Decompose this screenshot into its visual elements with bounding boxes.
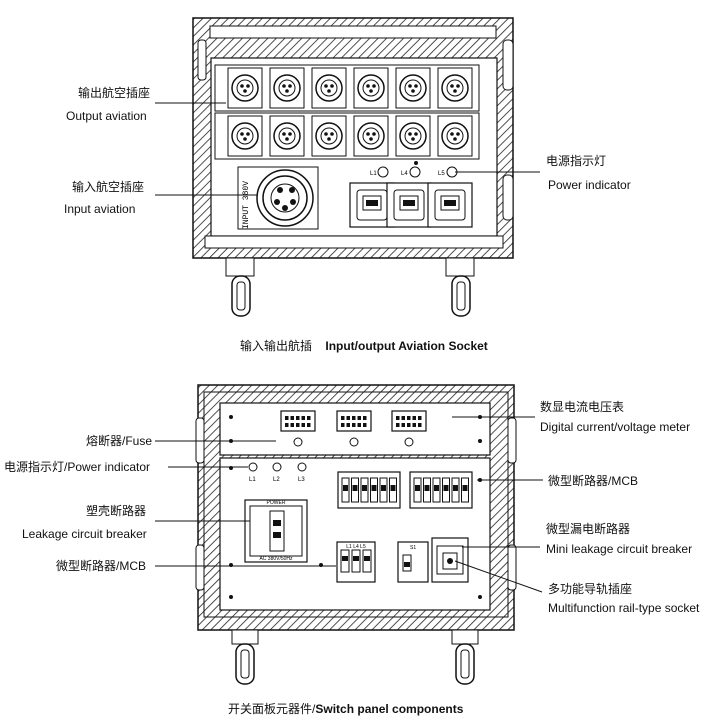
output-socket bbox=[227, 115, 263, 157]
molded-case-breaker: POWER AC 380V/50Hz bbox=[244, 499, 308, 563]
label-power-indicator: 电源指示灯/Power indicator bbox=[4, 460, 151, 474]
fuses bbox=[293, 437, 414, 447]
output-socket bbox=[437, 115, 473, 157]
output-socket bbox=[311, 67, 347, 109]
label-mcb-left: 微型断路器/MCB bbox=[56, 559, 147, 573]
output-socket bbox=[353, 115, 389, 157]
label-fuse: 熔断器/Fuse bbox=[86, 434, 153, 448]
output-socket bbox=[269, 115, 305, 157]
label-rail-en: Multifunction rail-type socket bbox=[548, 601, 700, 615]
output-socket bbox=[437, 67, 473, 109]
indicator-light bbox=[409, 166, 421, 178]
output-socket bbox=[395, 115, 431, 157]
digital-meters bbox=[280, 410, 427, 432]
light-label: L5 bbox=[438, 171, 445, 177]
rcbo-label: S1 bbox=[410, 545, 416, 551]
output-socket bbox=[269, 67, 305, 109]
industrial-outlets bbox=[349, 182, 473, 228]
bottom-caption: 开关面板元器件/Switch panel components bbox=[228, 700, 463, 717]
top-caption: 输入输出航插 Input/output Aviation Socket bbox=[240, 337, 488, 354]
digital-meter bbox=[391, 410, 427, 432]
top-case bbox=[192, 17, 514, 317]
breaker-top-label: POWER bbox=[267, 500, 286, 506]
indicator-lights-bottom: L1 L2 L3 bbox=[248, 462, 307, 483]
digital-meter bbox=[280, 410, 316, 432]
digital-meter bbox=[336, 410, 372, 432]
light-label: L3 bbox=[298, 477, 305, 483]
top-leader-lines bbox=[155, 102, 540, 196]
light-label: L1 bbox=[370, 171, 377, 177]
mcb-group bbox=[337, 471, 401, 509]
label-input-en: Input aviation bbox=[64, 202, 136, 216]
label-leakage-en: Leakage circuit breaker bbox=[22, 527, 147, 541]
breaker-bottom-label: AC 380V/50Hz bbox=[259, 556, 293, 562]
label-power-en: Power indicator bbox=[548, 178, 631, 192]
small-mcb: L1 L4 L5 bbox=[336, 541, 376, 583]
bottom-caption-cn: 开关面板元器件 bbox=[228, 702, 313, 716]
label-output-cn: 输出航空插座 bbox=[78, 86, 151, 100]
input-socket: INPUT 380V bbox=[242, 169, 314, 229]
label-input-cn: 输入航空插座 bbox=[72, 180, 145, 194]
output-socket-grid bbox=[227, 67, 473, 157]
light-label: L1 bbox=[249, 477, 256, 483]
small-mcb-label: L1 L4 L5 bbox=[346, 544, 366, 550]
label-mini-leak-en: Mini leakage circuit breaker bbox=[546, 542, 693, 556]
industrial-outlet bbox=[427, 182, 473, 228]
label-output-en: Output aviation bbox=[66, 109, 147, 123]
output-socket bbox=[353, 67, 389, 109]
label-meter-en: Digital current/voltage meter bbox=[540, 420, 691, 434]
rail-socket bbox=[431, 537, 469, 583]
label-leakage-cn: 塑壳断路器 bbox=[86, 504, 147, 518]
light-label: L4 bbox=[401, 171, 408, 177]
bottom-caption-sep: / bbox=[312, 702, 316, 716]
label-mcb-right: 微型断路器/MCB bbox=[548, 474, 639, 488]
label-meter-cn: 数显电流电压表 bbox=[540, 400, 625, 414]
top-caption-cn: 输入输出航插 bbox=[240, 339, 313, 353]
indicator-lights-top: L1 L4 L5 bbox=[370, 161, 458, 178]
label-mini-leak-cn: 微型漏电断路器 bbox=[546, 522, 631, 536]
label-rail-cn: 多功能导轨插座 bbox=[548, 582, 633, 596]
mcb-group bbox=[409, 471, 473, 509]
light-label: L2 bbox=[273, 477, 280, 483]
output-socket bbox=[311, 115, 347, 157]
rcbo: S1 bbox=[397, 541, 429, 583]
top-caption-en: Input/output Aviation Socket bbox=[325, 339, 488, 353]
bottom-leader-lines bbox=[155, 416, 543, 593]
output-socket bbox=[395, 67, 431, 109]
output-socket bbox=[227, 67, 263, 109]
mcb-groups bbox=[337, 471, 473, 509]
bottom-caption-en: Switch panel components bbox=[315, 702, 464, 716]
indicator-light bbox=[377, 166, 389, 178]
label-power-cn: 电源指示灯 bbox=[546, 154, 607, 168]
industrial-outlet bbox=[386, 182, 432, 228]
input-vertical-label: INPUT 380V bbox=[242, 181, 251, 229]
